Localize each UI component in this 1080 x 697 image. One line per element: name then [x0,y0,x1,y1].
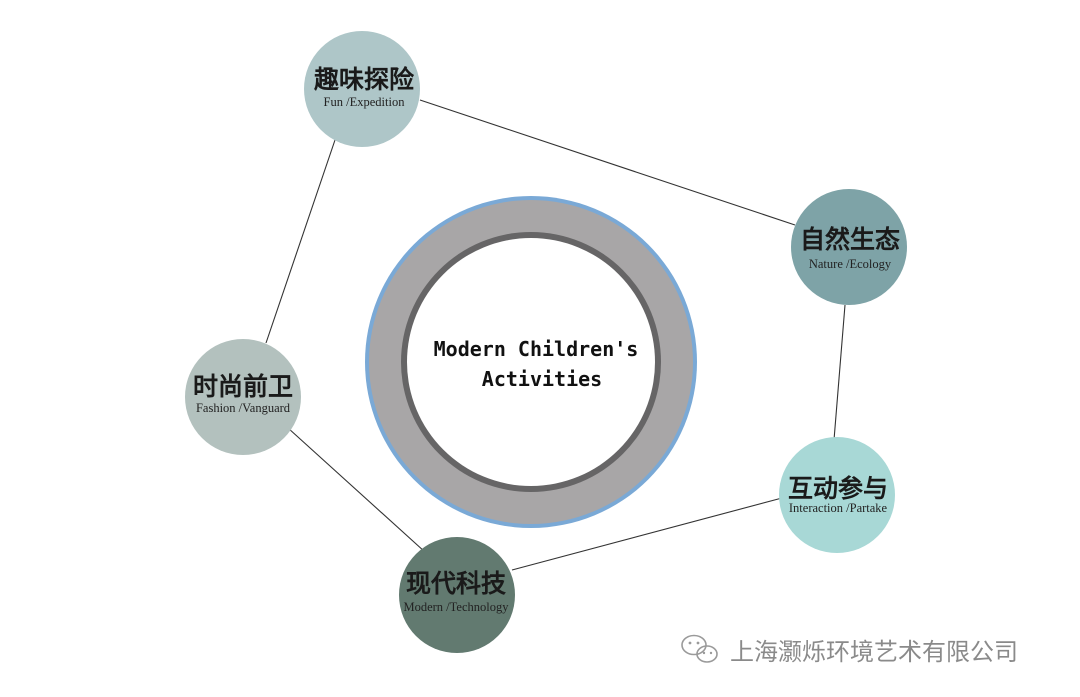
node-interaction-subtitle: Interaction /Partake [789,501,888,515]
node-nature-subtitle: Nature /Ecology [809,257,892,271]
node-nature-ecology: 自然生态 Nature /Ecology [791,189,907,305]
node-nature-title: 自然生态 [800,225,900,254]
connector-technology-fashion [287,427,426,553]
node-interaction-circle [779,437,895,553]
node-nature-circle [791,189,907,305]
node-fashion-circle [185,339,301,455]
connector-fashion-fun [265,139,336,344]
connector-nature-interaction [833,304,846,441]
node-fashion-subtitle: Fashion /Vanguard [196,401,291,415]
node-fashion-title: 时尚前卫 [193,372,293,401]
center-hub: Modern Children's Activities [365,196,697,528]
node-interaction-partake: 互动参与 Interaction /Partake [779,437,895,553]
node-technology-circle [399,537,515,653]
node-fun-title: 趣味探险 [313,65,415,94]
watermark-company-name: 上海灏烁环境艺术有限公司 [730,638,1018,666]
center-title-line2: Activities [482,367,602,391]
watermark: 上海灏烁环境艺术有限公司 [681,634,1018,666]
center-inner-disc [407,238,655,486]
connector-interaction-technology [511,497,783,571]
node-technology-subtitle: Modern /Technology [403,600,509,614]
node-fun-circle [304,31,420,147]
center-title-line1: Modern Children's [434,337,639,361]
node-fun-expedition: 趣味探险 Fun /Expedition [304,31,420,147]
node-technology-title: 现代科技 [406,569,506,598]
node-modern-technology: 现代科技 Modern /Technology [399,537,515,653]
connector-fun-nature [419,99,796,226]
wechat-icon [681,634,718,663]
connector-lines [265,99,846,571]
node-interaction-title: 互动参与 [788,474,888,503]
node-fashion-vanguard: 时尚前卫 Fashion /Vanguard [185,339,301,455]
node-fun-subtitle: Fun /Expedition [324,95,406,109]
